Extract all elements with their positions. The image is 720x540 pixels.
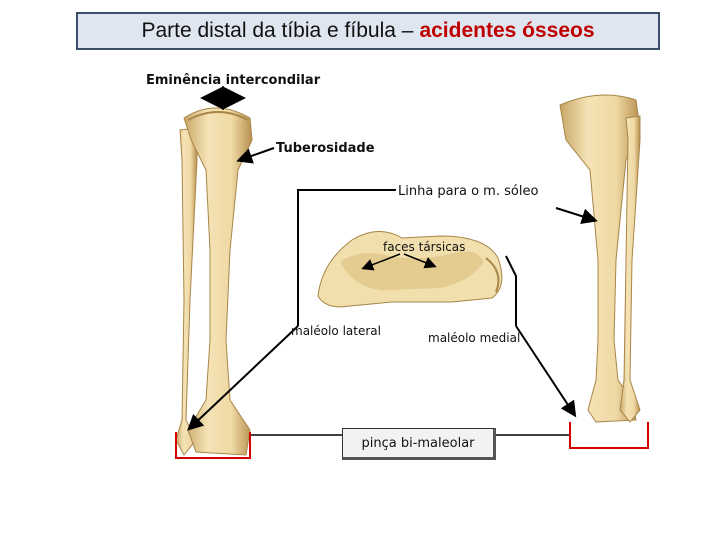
slide-title: Parte distal da tíbia e fíbula – acident…: [76, 12, 660, 50]
right-tibia-shape: [559, 94, 641, 423]
label-eminencia-intercondilar: Eminência intercondilar: [146, 73, 321, 88]
right-fibula-shape: [619, 115, 641, 423]
title-prefix: Parte distal da tíbia e fíbula –: [141, 19, 414, 42]
distal-articular-surface: [317, 231, 503, 308]
label-linha-soleo: Linha para o m. sóleo: [398, 184, 539, 199]
label-tuberosidade: Tuberosidade: [276, 141, 375, 156]
left-fibula-shape: [175, 127, 198, 456]
label-pinca-bimaleolar: pinça bi-maleolar: [342, 428, 496, 460]
left-red-bracket: [175, 432, 251, 459]
label-faces-tarsicas: faces társicas: [383, 240, 466, 254]
label-maleolo-lateral: maléolo lateral: [291, 324, 381, 338]
label-maleolo-medial: maléolo medial: [428, 331, 521, 345]
title-accent: acidentes ósseos: [419, 19, 595, 42]
right-red-bracket: [569, 422, 649, 449]
right-tibia-fibula: [559, 94, 641, 423]
